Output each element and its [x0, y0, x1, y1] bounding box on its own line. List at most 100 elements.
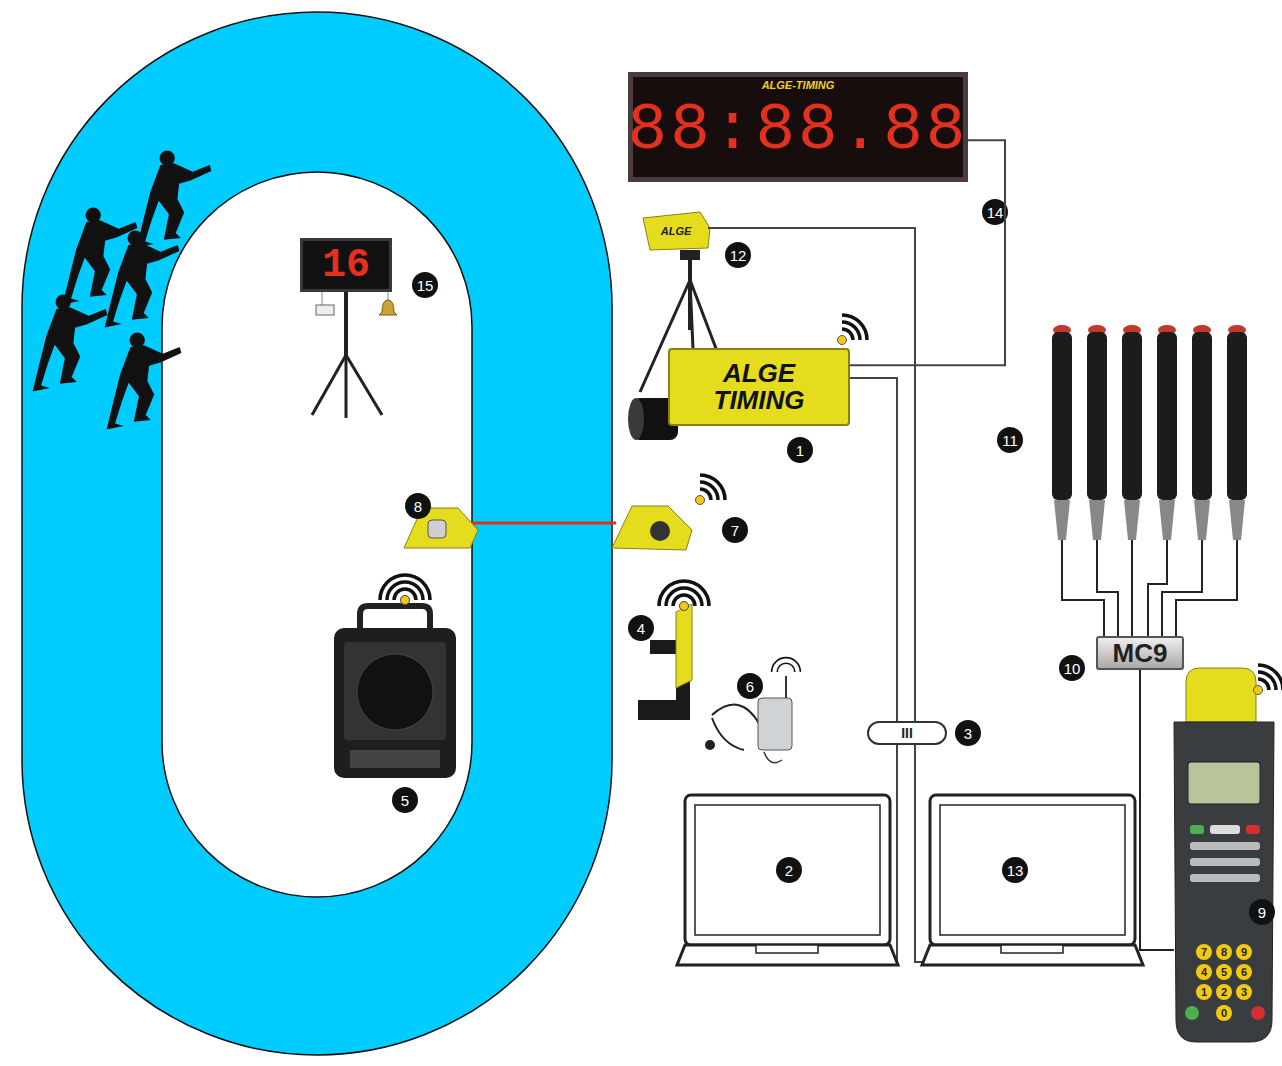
key	[1190, 825, 1204, 834]
keypad-key: 2	[1216, 984, 1232, 1000]
speaker-body	[334, 628, 456, 778]
belt-pack	[758, 698, 792, 750]
photocell-housing	[612, 506, 692, 550]
push-button	[1087, 325, 1107, 540]
node-text: ALGE TIMING	[704, 360, 814, 414]
skater	[33, 295, 108, 392]
cable	[1176, 540, 1237, 636]
wireless-symbol	[696, 475, 726, 505]
callout-number: 7	[722, 517, 748, 543]
speaker-grille	[344, 642, 446, 740]
lap-counter-stand	[312, 292, 397, 418]
photocell-body	[612, 506, 692, 550]
keypad-key: 8	[1216, 944, 1232, 960]
mic-boom	[712, 718, 744, 750]
ice-track	[22, 12, 612, 1055]
skater	[107, 333, 182, 430]
cable	[1162, 540, 1202, 636]
skater	[137, 151, 212, 248]
callout-number: 10	[1059, 655, 1085, 681]
timer-body	[1174, 722, 1274, 1042]
wireless-symbol	[838, 315, 868, 345]
cable	[1097, 540, 1118, 636]
key-row	[1190, 842, 1260, 850]
push-button	[1052, 325, 1072, 540]
callout-number: 13	[1002, 857, 1028, 883]
cable	[388, 292, 389, 300]
timer-printer	[1174, 668, 1274, 1042]
brand-text: ALGE	[654, 223, 698, 239]
keypad-key: 1	[1196, 984, 1212, 1000]
laptop-display	[695, 805, 880, 935]
callout-number: 11	[997, 427, 1023, 453]
reflector	[428, 520, 446, 538]
laptop	[922, 795, 1143, 965]
camera-housing	[643, 212, 710, 250]
speaker-vent	[350, 750, 440, 768]
laptop-touchpad	[756, 945, 818, 953]
callout-number: 6	[737, 673, 763, 699]
push-button	[1157, 325, 1177, 540]
cable	[764, 752, 782, 763]
node-text: ALGE-TIMING	[762, 79, 835, 91]
laptop-base	[677, 945, 898, 965]
laptop-display	[940, 805, 1125, 935]
callout-number: 14	[982, 199, 1008, 225]
cable	[322, 292, 323, 305]
light-beam	[466, 522, 616, 525]
lens-front	[628, 398, 644, 440]
callout-number: 2	[776, 857, 802, 883]
keypad-key: 9	[1236, 944, 1252, 960]
key	[1251, 1006, 1265, 1020]
switch-box	[316, 305, 334, 315]
keypad-key: 5	[1216, 964, 1232, 980]
callout-number: 4	[628, 615, 654, 641]
wireless-symbol	[659, 581, 689, 611]
lap-counter: 16	[300, 238, 392, 292]
skaters	[33, 151, 212, 430]
laptop-screen	[930, 795, 1135, 945]
woofer	[357, 654, 433, 730]
button-cables	[1062, 540, 1237, 636]
laptop	[677, 795, 898, 965]
push-button	[1227, 325, 1247, 540]
tripod-column	[344, 292, 348, 360]
node-text: 88:88.88	[628, 91, 969, 171]
tripod-leg	[346, 355, 382, 415]
callout-number: 15	[412, 272, 438, 298]
key-row	[1190, 874, 1260, 882]
key	[1246, 825, 1260, 834]
keypad-key: 3	[1236, 984, 1252, 1000]
node-text: MC9	[1113, 638, 1168, 669]
signal-cable	[850, 140, 1005, 365]
microphone	[705, 740, 715, 750]
scoreboard-display: ALGE-TIMING88:88.88	[628, 72, 968, 182]
cable-hub	[868, 722, 946, 744]
wireless-symbol	[1254, 665, 1282, 695]
headband	[712, 705, 760, 725]
keypad-key: 6	[1236, 964, 1252, 980]
tripod-leg	[345, 355, 348, 418]
laptop-screen	[685, 795, 890, 945]
callout-number: 12	[725, 242, 751, 268]
laptop-base	[922, 945, 1143, 965]
printer-cover	[1186, 668, 1256, 722]
tripod-leg	[312, 355, 346, 415]
keypad-key: 0	[1216, 1005, 1232, 1021]
skater	[105, 231, 180, 328]
photo-finish-camera: ALGE TIMING	[668, 348, 850, 426]
photocell-lens	[650, 521, 670, 541]
node-text: 16	[322, 243, 370, 288]
tripod-head	[680, 250, 700, 260]
hub-marking: III	[887, 723, 927, 743]
cable	[1131, 540, 1133, 636]
antenna	[785, 676, 787, 698]
hand-push-buttons	[1052, 325, 1247, 540]
key-row	[1190, 858, 1260, 866]
callout-number: 3	[955, 720, 981, 746]
callout-number: 9	[1249, 899, 1275, 925]
lap-bell	[379, 300, 397, 315]
